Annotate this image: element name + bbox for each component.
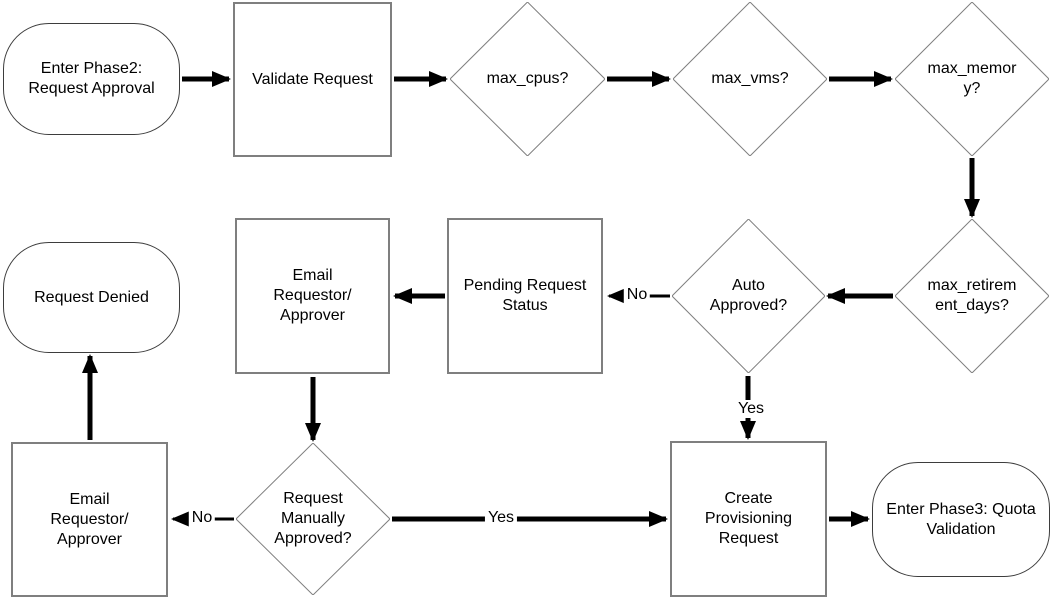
node-request-manually-approved-label: Request Manually Approved? — [274, 490, 352, 547]
node-enter-phase3: Enter Phase3: Quota Validation — [872, 462, 1050, 577]
node-auto-approved-label: Auto Approved? — [709, 277, 788, 314]
node-max-retirement-days: max_retirement_days? — [895, 219, 1049, 373]
diamond-shape — [895, 219, 1049, 373]
edge-label-auto-approved-no: No — [623, 286, 651, 304]
node-enter-phase3-label: Enter Phase3: Quota Validation — [886, 500, 1036, 538]
diamond-shape — [450, 2, 605, 156]
node-max-retirement-days-label: max_retirement_days? — [927, 277, 1017, 314]
node-max-memory: max_memory? — [895, 2, 1049, 156]
node-request-manually-approved: Request Manually Approved? — [236, 443, 390, 595]
edge-label-manual-yes: Yes — [484, 509, 518, 527]
edge-label-manual-no: No — [188, 509, 216, 527]
node-email-requestor-approver-bottom-label: Email Requestor/ Approver — [50, 490, 129, 548]
diamond-shape — [673, 2, 827, 156]
node-create-provisioning-request-label: Create Provisioning Request — [704, 490, 793, 547]
node-create-provisioning-request: Create Provisioning Request — [670, 441, 827, 597]
node-max-cpus: max_cpus? — [450, 2, 605, 156]
node-enter-phase2: Enter Phase2: Request Approval — [3, 23, 180, 135]
node-email-requestor-approver-bottom: Email Requestor/ Approver — [11, 442, 168, 597]
node-email-requestor-approver-mid: Email Requestor/ Approver — [235, 218, 390, 374]
node-max-vms: max_vms? — [673, 2, 827, 156]
diamond-shape — [236, 443, 390, 595]
node-validate-request-label: Validate Request — [252, 70, 373, 88]
node-auto-approved: Auto Approved? — [672, 219, 825, 373]
node-enter-phase2-label: Enter Phase2: Request Approval — [28, 60, 155, 97]
diamond-shape — [672, 219, 825, 373]
node-max-vms-label: max_vms? — [711, 70, 789, 87]
node-request-denied: Request Denied — [3, 242, 180, 353]
node-max-cpus-label: max_cpus? — [486, 70, 569, 87]
node-pending-request-status-label: Pending Request Status — [463, 277, 587, 314]
node-validate-request: Validate Request — [233, 2, 392, 157]
edge-label-auto-approved-yes: Yes — [734, 400, 768, 418]
node-pending-request-status: Pending Request Status — [447, 218, 603, 374]
diamond-shape — [895, 2, 1049, 156]
node-request-denied-label: Request Denied — [34, 288, 149, 306]
node-email-requestor-approver-mid-label: Email Requestor/ Approver — [273, 267, 352, 324]
node-max-memory-label: max_memory? — [927, 60, 1017, 97]
